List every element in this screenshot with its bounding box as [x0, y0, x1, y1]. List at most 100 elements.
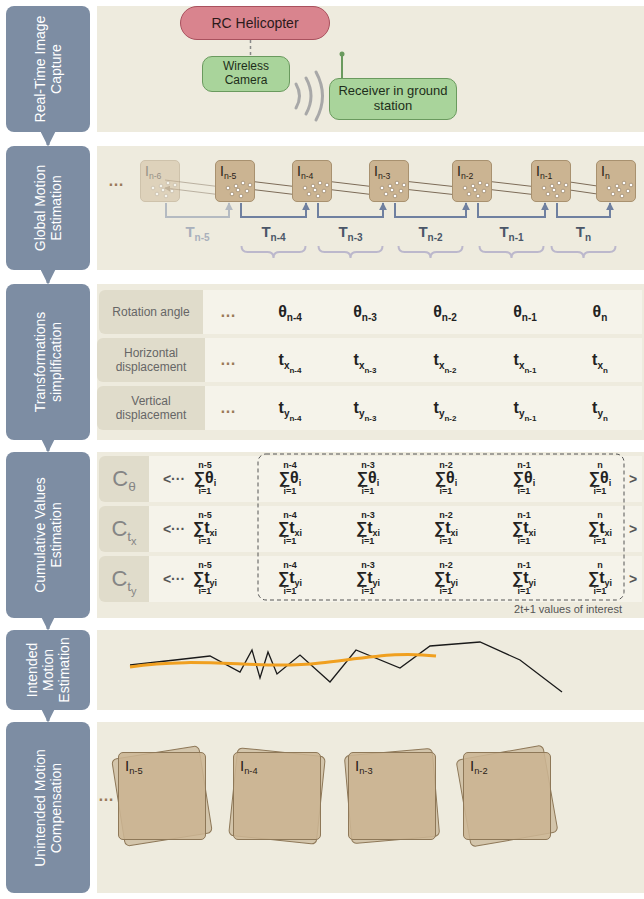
brace — [480, 246, 544, 258]
subscript: n-4 — [301, 171, 314, 181]
subscript: n — [603, 366, 608, 375]
math-label: tyn-4 — [279, 399, 302, 417]
shifted-frame — [112, 746, 213, 847]
sum-body: ∑tyi — [356, 571, 380, 588]
feature-point — [622, 181, 626, 185]
row-header: Rotation angle — [99, 290, 203, 334]
cumulative-sum: n∑θii=1 — [589, 461, 612, 497]
symbol: t — [354, 399, 359, 417]
stage-label: Real-Time Image Capture — [6, 6, 90, 132]
sum-symbol: ∑t — [356, 521, 373, 538]
upper-limit: n — [597, 561, 603, 570]
sum-symbol: ∑t — [278, 521, 295, 538]
subscript: n-4 — [289, 366, 301, 375]
cumulative-sum: n-3∑txii=1 — [356, 511, 380, 547]
label-row: In-3 — [374, 163, 390, 179]
subscript: θ — [128, 479, 136, 494]
symbol: t — [354, 351, 359, 369]
math-label: txn-4 — [279, 351, 302, 369]
lower-limit: i=1 — [284, 537, 297, 546]
box-text: Rotation angle — [112, 305, 189, 319]
math-label: Tn-2 — [418, 223, 442, 240]
symbol: T — [185, 223, 194, 240]
subscript: n — [601, 312, 607, 323]
subscript: n-1 — [522, 312, 537, 323]
cumulative-header: Ctx — [99, 506, 149, 552]
lower-limit: i=1 — [284, 587, 297, 596]
sum-symbol: ∑θ — [357, 471, 377, 488]
box-text: Wireless Camera — [207, 60, 285, 88]
math-label: > — [629, 571, 637, 587]
subscript: n — [605, 171, 610, 181]
subscript: n-5 — [195, 232, 210, 243]
label-row: In-6 — [145, 163, 161, 179]
upper-limit: n-1 — [517, 461, 531, 470]
stage-label: Cumulative Values Estimation — [6, 452, 90, 618]
sum-body: ∑txi — [512, 521, 536, 538]
row-band — [149, 506, 642, 552]
stage-label: Transformations simplification — [6, 284, 90, 440]
brace — [552, 246, 616, 258]
subscript: n-2 — [442, 312, 457, 323]
feature-point — [170, 189, 174, 193]
upper-limit: n — [597, 511, 603, 520]
symbol: t — [514, 351, 519, 369]
feature-point — [467, 192, 471, 196]
symbol: > — [629, 471, 637, 487]
subscript: x — [439, 360, 445, 371]
stage-text: Unintended Motion Compensation — [32, 727, 64, 888]
subscript: n-3 — [359, 766, 372, 776]
subscript: n-3 — [364, 414, 376, 423]
panel — [97, 630, 644, 710]
lower-limit: i=1 — [440, 537, 453, 546]
upper-limit: n-5 — [198, 461, 212, 470]
cumulative-header: Cty — [99, 556, 149, 602]
sum-symbol: ∑t — [193, 571, 210, 588]
upper-limit: n-2 — [439, 561, 453, 570]
symbol: I — [125, 757, 129, 774]
lower-limit: i=1 — [362, 487, 375, 496]
cumulative-sum: n-3∑θii=1 — [357, 461, 380, 497]
lower-limit: i=1 — [518, 537, 531, 546]
subscript: i — [377, 480, 380, 489]
row-bands — [149, 290, 642, 602]
math-label: Tn-4 — [261, 223, 285, 240]
symbol: … — [220, 351, 236, 369]
cumulative-sum: n-1∑tyii=1 — [512, 561, 536, 597]
feature-point — [620, 194, 624, 198]
video-frame: In-5 — [215, 160, 255, 202]
math-label: <··· — [163, 521, 185, 537]
connector — [47, 270, 50, 283]
sum-symbol: ∑θ — [589, 471, 609, 488]
sum-symbol: ∑θ — [513, 471, 533, 488]
sum-body: ∑θi — [357, 471, 380, 488]
subscript: n-2 — [428, 232, 443, 243]
panel — [97, 284, 644, 440]
subscript: x — [131, 535, 137, 547]
row-band — [203, 386, 642, 430]
upper-limit: n-4 — [283, 511, 297, 520]
subscript: n-2 — [474, 766, 487, 776]
smoothed-motion-curve — [130, 654, 436, 667]
feature-point — [611, 192, 615, 196]
feature-point — [164, 194, 168, 198]
math-label: > — [629, 521, 637, 537]
subscript: n-4 — [271, 232, 286, 243]
feature-point — [607, 186, 611, 190]
connector — [241, 203, 306, 217]
subscript: n-1 — [524, 366, 536, 375]
upper-limit: n-5 — [198, 561, 212, 570]
feature-point — [380, 186, 384, 190]
feature-point — [555, 194, 559, 198]
feature-point — [166, 181, 170, 185]
antenna-tip — [340, 52, 345, 57]
symbol: θ — [513, 303, 522, 321]
math-label: tyn-2 — [434, 399, 457, 417]
sum-symbol: ∑t — [434, 521, 451, 538]
lower-limit: i=1 — [518, 487, 531, 496]
label-row: In-4 — [297, 163, 313, 179]
math-label: Tn — [576, 223, 591, 240]
upper-limit: n-5 — [198, 511, 212, 520]
sum-symbol: ∑t — [588, 521, 605, 538]
sum-symbol: ∑θ — [194, 471, 214, 488]
